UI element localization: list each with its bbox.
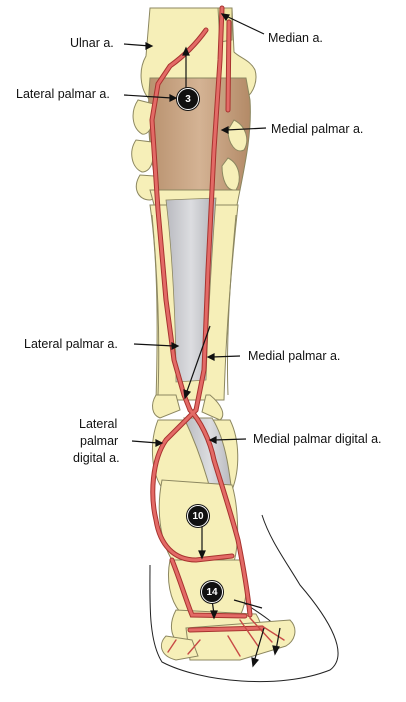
arteries [149, 5, 285, 657]
label-lateral-palmar-artery-mid: Lateral palmar a. [24, 337, 118, 351]
marker-10: 10 [187, 505, 209, 527]
label-lateral-palmar-digital-line3: digital a. [73, 451, 120, 465]
label-lateral-palmar-artery-top: Lateral palmar a. [16, 87, 110, 101]
marker-3: 3 [177, 88, 199, 110]
label-medial-palmar-digital-artery: Medial palmar digital a. [253, 432, 382, 446]
label-medial-palmar-artery-mid: Medial palmar a. [248, 349, 341, 363]
label-lateral-palmar-digital-line1: Lateral [79, 417, 118, 431]
label-medial-palmar-artery-top: Medial palmar a. [271, 122, 364, 136]
label-ulnar-artery: Ulnar a. [70, 36, 114, 50]
marker-14: 14 [201, 581, 223, 603]
label-lateral-palmar-digital-line2: palmar [80, 434, 119, 448]
label-median-artery: Median a. [268, 31, 323, 45]
leader-lines [123, 13, 281, 668]
